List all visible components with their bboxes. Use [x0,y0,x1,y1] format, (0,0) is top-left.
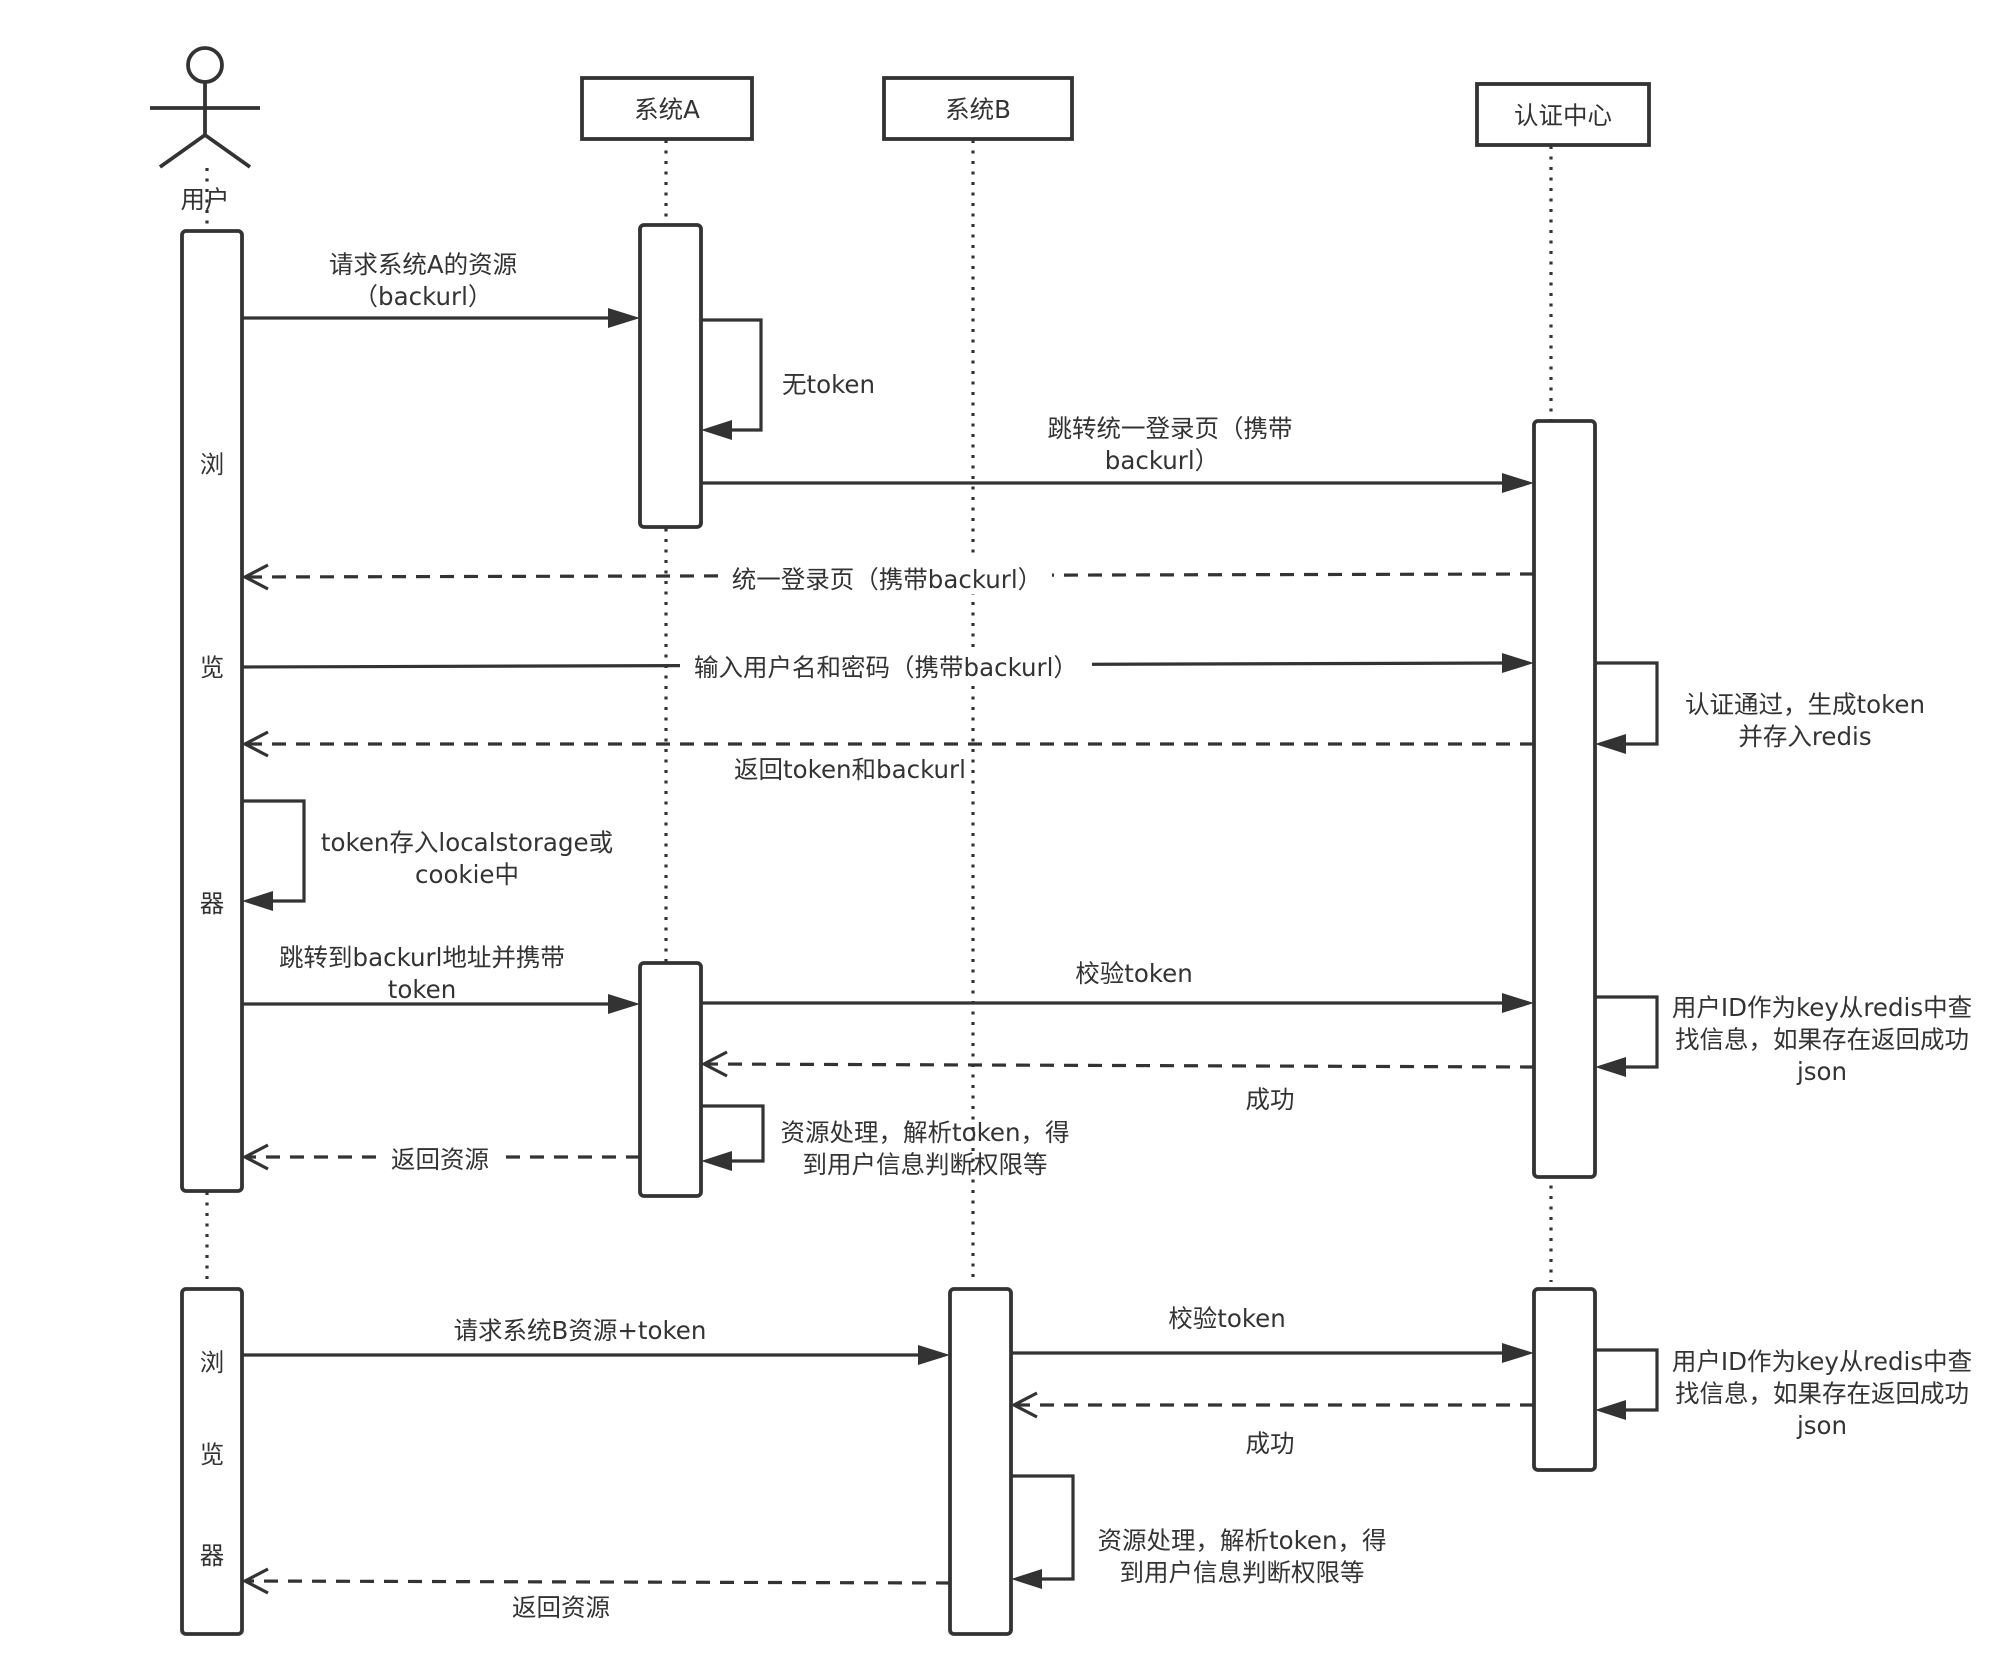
message-success-a: 成功 [700,1050,1535,1114]
svg-text:跳转到backurl地址并携带: 跳转到backurl地址并携带 [279,943,565,972]
message-login-page-return: 统一登录页（携带backurl） [241,560,1535,594]
svg-text:json: json [1796,1057,1847,1086]
svg-text:找信息，如果存在返回成功: 找信息，如果存在返回成功 [1675,1025,1969,1054]
svg-text:校验token: 校验token [1075,959,1193,988]
svg-text:token: token [388,975,457,1004]
browser-2-char-3: 器 [200,1541,225,1570]
activation-browser-2 [180,1287,244,1636]
browser-2-char-2: 览 [200,1440,225,1469]
message-success-b: 成功 [1010,1391,1534,1458]
activation-system-a-1 [638,223,703,529]
message-auth-generate-token-self: 认证通过，生成token 并存入redis [1595,661,1925,754]
participant-auth-center-label: 认证中心 [1514,101,1612,130]
svg-text:并存入redis: 并存入redis [1738,722,1871,751]
message-lookup-redis-self-2: 用户ID作为key从redis中查 找信息，如果存在返回成功 json [1595,1347,1972,1440]
svg-text:cookie中: cookie中 [415,860,519,889]
message-lookup-redis-self-1: 用户ID作为key从redis中查 找信息，如果存在返回成功 json [1595,993,1972,1086]
svg-text:校验token: 校验token [1168,1304,1286,1333]
activation-system-a-2 [638,961,703,1198]
browser-2-char-1: 浏 [200,1348,225,1377]
svg-text:跳转统一登录页（携带: 跳转统一登录页（携带 [1048,414,1293,443]
participant-system-b-box [882,76,1074,141]
message-redirect-login: 跳转统一登录页（携带 backurl） [701,414,1534,493]
activation-browser-1 [180,229,244,1193]
browser-1-char-1: 浏 [200,450,225,479]
browser-1-char-2: 览 [200,653,225,682]
participant-user-label: 用户 [181,185,230,214]
message-no-token-self: 无token [701,318,875,440]
svg-text:统一登录页（携带backurl）: 统一登录页（携带backurl） [732,565,1042,594]
svg-text:找信息，如果存在返回成功: 找信息，如果存在返回成功 [1675,1379,1969,1408]
participant-system-a-box [580,76,754,141]
svg-text:返回token和backurl: 返回token和backurl [734,755,966,784]
message-redirect-backurl-with-token: 跳转到backurl地址并携带 token [242,943,640,1014]
message-verify-token-a: 校验token [701,959,1534,1013]
svg-text:用户ID作为key从redis中查: 用户ID作为key从redis中查 [1672,1347,1972,1376]
svg-text:（backurl）: （backurl） [354,282,493,311]
svg-text:json: json [1796,1411,1847,1440]
svg-text:请求系统B资源+token: 请求系统B资源+token [454,1316,707,1345]
message-process-resource-self-a: 资源处理，解析token，得 到用户信息判断权限等 [701,1104,1070,1179]
participant-system-a-label: 系统A [634,95,700,124]
message-verify-token-b: 校验token [1011,1304,1534,1363]
svg-text:认证通过，生成token: 认证通过，生成token [1685,690,1925,719]
svg-text:backurl）: backurl） [1105,446,1219,475]
message-return-resource-a: 返回资源 [241,1140,640,1174]
message-process-resource-self-b: 资源处理，解析token，得 到用户信息判断权限等 [1011,1474,1387,1589]
participant-auth-center-box [1475,82,1651,147]
svg-text:用户ID作为key从redis中查: 用户ID作为key从redis中查 [1672,993,1972,1022]
svg-text:成功: 成功 [1246,1429,1295,1458]
svg-text:资源处理，解析token，得: 资源处理，解析token，得 [1097,1526,1386,1555]
message-input-credentials: 输入用户名和密码（携带backurl） [241,648,1534,682]
svg-text:token存入localstorage或: token存入localstorage或 [321,828,613,857]
activation-auth-center-1 [1532,419,1597,1179]
activation-auth-center-2 [1532,1287,1597,1472]
svg-text:返回资源: 返回资源 [391,1145,489,1174]
svg-text:到用户信息判断权限等: 到用户信息判断权限等 [1120,1558,1365,1587]
message-request-system-b: 请求系统B资源+token [242,1316,950,1365]
message-store-token-self: token存入localstorage或 cookie中 [242,799,613,911]
message-request-system-a: 请求系统A的资源 （backurl） [242,250,640,328]
browser-1-char-3: 器 [200,889,225,918]
svg-text:成功: 成功 [1246,1085,1295,1114]
user-actor-icon [150,46,260,169]
svg-text:请求系统A的资源: 请求系统A的资源 [329,250,517,279]
svg-text:资源处理，解析token，得: 资源处理，解析token，得 [780,1118,1069,1147]
svg-text:到用户信息判断权限等: 到用户信息判断权限等 [803,1150,1048,1179]
svg-text:输入用户名和密码（携带backurl）: 输入用户名和密码（携带backurl） [694,653,1078,682]
participant-system-b-label: 系统B [945,95,1011,124]
svg-text:返回资源: 返回资源 [512,1593,610,1622]
message-return-token-backurl: 返回token和backurl [241,730,1534,784]
message-return-resource-b: 返回资源 [241,1567,951,1622]
svg-text:无token: 无token [782,370,875,399]
activation-system-b-1 [948,1287,1013,1636]
